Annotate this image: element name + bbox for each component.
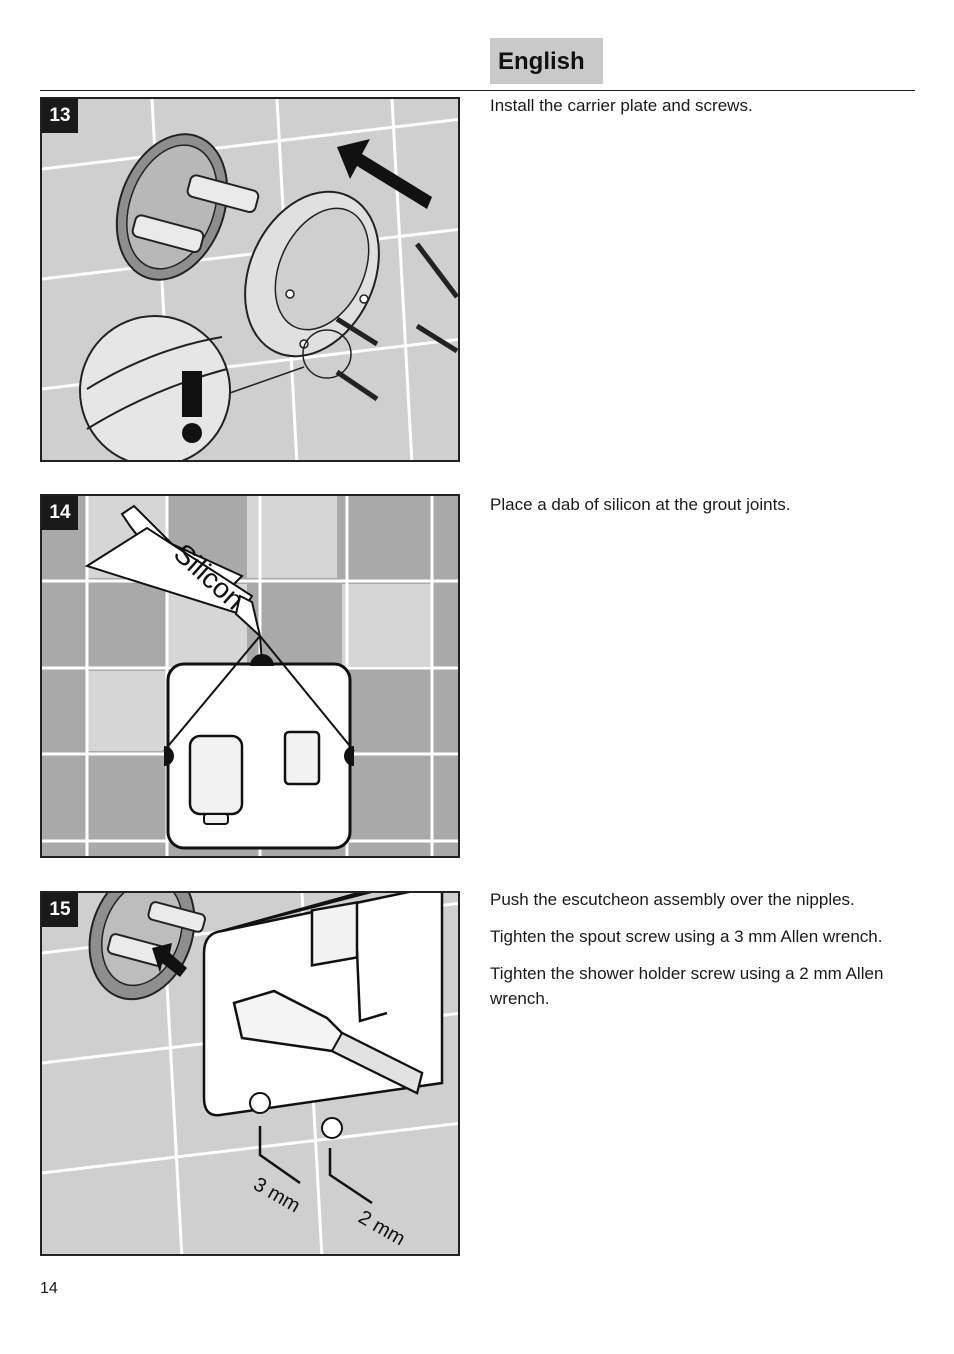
push-arrow bbox=[152, 943, 187, 977]
step-15-text-3: Tighten the shower holder screw using a … bbox=[490, 964, 884, 1008]
step-13-drawing bbox=[42, 99, 458, 460]
warning-dot bbox=[182, 423, 202, 443]
spout-outline bbox=[188, 734, 244, 816]
step-14-drawing: Silicon bbox=[42, 496, 458, 856]
allen-wrenches bbox=[258, 1126, 373, 1205]
step-15-text-1: Push the escutcheon assembly over the ni… bbox=[490, 890, 855, 909]
page-number: 14 bbox=[40, 1280, 58, 1297]
silicone-tube bbox=[84, 526, 254, 616]
upper-nipple bbox=[186, 174, 260, 214]
step-15-badge: 15 bbox=[42, 893, 78, 927]
step-15-illustration: 15 3 mm 2 mm bbox=[40, 891, 460, 1256]
step-14-badge: 14 bbox=[42, 496, 78, 530]
shower-holder bbox=[310, 900, 359, 967]
nozzle bbox=[234, 594, 262, 639]
step-15-drawing: 3 mm 2 mm bbox=[42, 893, 458, 1254]
step-15-instructions: Push the escutcheon assembly over the ni… bbox=[490, 887, 915, 1023]
header-rule bbox=[40, 90, 915, 91]
screws bbox=[335, 242, 458, 402]
step-13-text-1: Install the carrier plate and screws. bbox=[490, 96, 753, 115]
detail-callout bbox=[79, 315, 231, 460]
lower-nipple bbox=[131, 214, 205, 254]
step-13-instructions: Install the carrier plate and screws. bbox=[490, 93, 915, 130]
step-14-text-1: Place a dab of silicon at the grout join… bbox=[490, 495, 791, 514]
wrench-label-2mm: 2 mm bbox=[355, 1206, 409, 1250]
step-15-text-2: Tighten the spout screw using a 3 mm All… bbox=[490, 927, 883, 946]
warning-bar bbox=[182, 371, 202, 417]
step-14-illustration: 14 Silicon bbox=[40, 494, 460, 858]
language-tab: English bbox=[490, 38, 603, 84]
step-13-badge: 13 bbox=[42, 99, 78, 133]
direction-arrow bbox=[337, 139, 432, 209]
holder-outline bbox=[283, 730, 321, 786]
step-14-instructions: Place a dab of silicon at the grout join… bbox=[490, 492, 915, 529]
step-13-illustration: 13 bbox=[40, 97, 460, 462]
